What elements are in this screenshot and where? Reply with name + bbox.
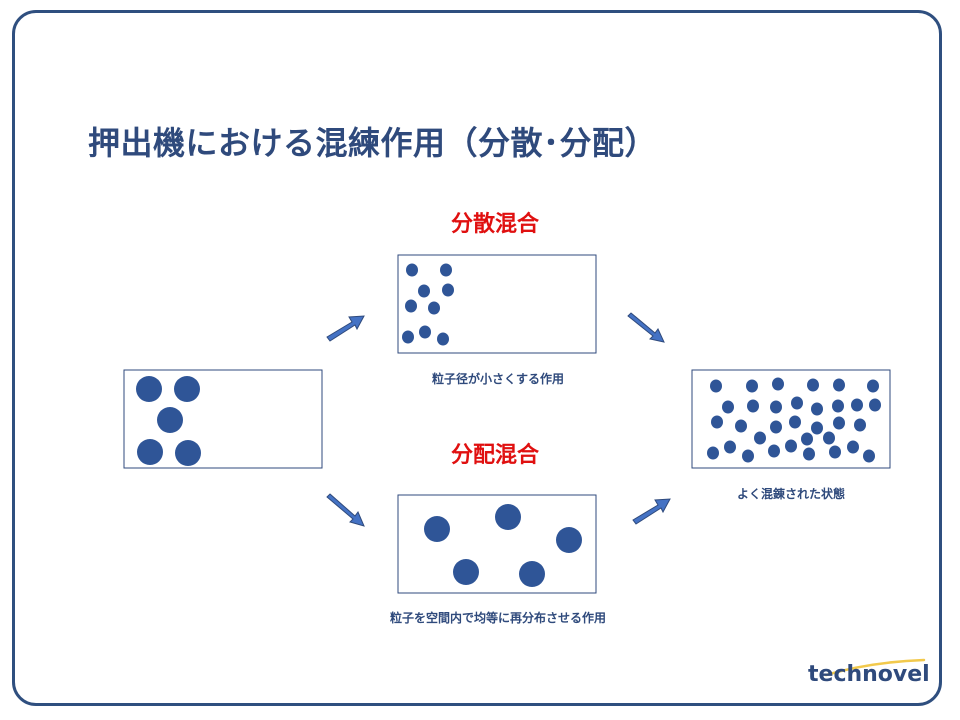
logo-swoosh-icon — [824, 658, 926, 677]
particle — [789, 415, 801, 429]
particle — [829, 445, 841, 459]
particle — [406, 263, 418, 277]
particle — [707, 446, 719, 460]
particle — [402, 330, 414, 344]
particle — [495, 504, 521, 530]
arrow-to-distributive — [326, 493, 365, 527]
arrow-to-dispersive — [326, 315, 365, 342]
particle — [833, 378, 845, 392]
particle — [428, 301, 440, 315]
particle — [453, 559, 479, 585]
particle — [811, 402, 823, 416]
distributive-heading: 分配混合 — [450, 443, 539, 468]
particle — [851, 398, 863, 412]
particle — [770, 400, 782, 414]
particle — [807, 378, 819, 392]
particle — [735, 419, 747, 433]
particle — [424, 516, 450, 542]
result-caption: よく混錬された状態 — [736, 487, 845, 501]
particle — [724, 440, 736, 454]
particle — [437, 332, 449, 346]
particle — [136, 376, 162, 402]
particle — [791, 396, 803, 410]
particle — [742, 449, 754, 463]
particle — [811, 421, 823, 435]
dispersive-heading: 分散混合 — [450, 212, 539, 237]
particle — [823, 431, 835, 445]
particle — [754, 431, 766, 445]
distributive-caption: 粒子を空間内で均等に再分布させる作用 — [389, 611, 606, 625]
particle — [440, 263, 452, 277]
particle — [803, 447, 815, 461]
particle — [175, 440, 201, 466]
particle — [847, 440, 859, 454]
particle — [722, 400, 734, 414]
dispersive-caption: 粒子径が小さくする作用 — [431, 372, 564, 386]
particle — [863, 449, 875, 463]
dispersive-box — [397, 254, 597, 354]
particle — [710, 379, 722, 393]
particle — [867, 379, 879, 393]
particle — [556, 527, 582, 553]
particle — [157, 407, 183, 433]
particle — [419, 325, 431, 339]
particle — [772, 377, 784, 391]
slide-title: 押出機における混練作用（分散･分配） — [88, 124, 658, 162]
particle — [519, 561, 545, 587]
slide-frame — [12, 10, 942, 706]
particle — [785, 439, 797, 453]
arrow-dispersive-to-mixed — [627, 312, 665, 343]
particle — [770, 420, 782, 434]
particle — [174, 376, 200, 402]
particle — [137, 439, 163, 465]
particle — [711, 415, 723, 429]
particle — [442, 283, 454, 297]
particle — [801, 432, 813, 446]
particle — [854, 418, 866, 432]
particle — [747, 399, 759, 413]
arrow-distributive-to-mixed — [632, 498, 671, 525]
particle — [832, 399, 844, 413]
particle — [746, 379, 758, 393]
particle — [405, 299, 417, 313]
particle — [768, 444, 780, 458]
particle — [418, 284, 430, 298]
particle — [833, 416, 845, 430]
particle — [869, 398, 881, 412]
technovel-logo: technovel — [808, 662, 930, 687]
